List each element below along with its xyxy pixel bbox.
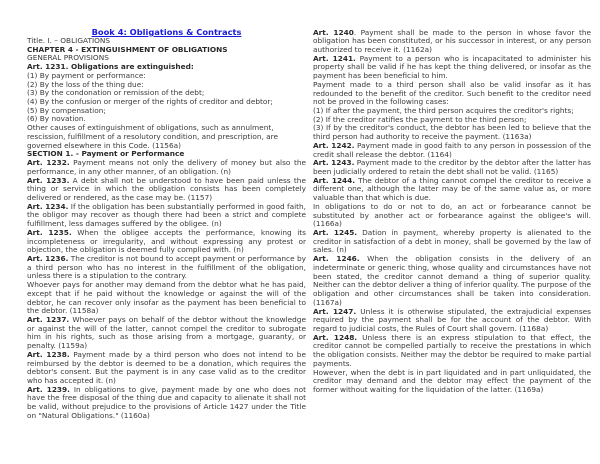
article-number: Art. 1241. [313, 53, 356, 63]
article-paragraph: Art. 1247. Unless it is otherwise stipul… [313, 306, 591, 334]
article-paragraph: Art. 1243. Payment made to the creditor … [313, 158, 591, 176]
article-paragraph: Art. 1235. When the obligee accepts the … [27, 227, 306, 255]
general-provisions-heading: GENERAL PROVISIONS [27, 53, 109, 63]
article-text: . Payment shall be made to the person in… [313, 27, 591, 54]
article-text: Payment made in good faith to any person… [313, 140, 591, 159]
art-1231-item: (5) By compensation; [27, 105, 106, 115]
article-number: Art. 1246. [313, 254, 360, 264]
article-number: Art. 1236. [27, 253, 69, 263]
article-text: Payment made to the creditor by the debt… [313, 158, 591, 176]
article-text: Unless there is an express stipulation t… [313, 332, 591, 368]
article-text: In obligations to do or not to do, an ac… [313, 201, 591, 229]
article-text: (3) If by the creditor's conduct, the de… [313, 123, 591, 142]
article-text: The debtor of a thing cannot compel the … [313, 175, 591, 203]
article-text: Dation in payment, whereby property is a… [313, 228, 591, 255]
article-paragraph: Art. 1237. Whoever pays on behalf of the… [27, 315, 306, 351]
article-number: Art. 1245. [313, 228, 358, 238]
article-text: The creditor is not bound to accept paym… [27, 253, 306, 281]
section-1-heading: SECTION 1. - Payment or Performance [27, 149, 185, 159]
art-1231-heading: Art. 1231. Obligations are extinguished: [27, 62, 194, 72]
article-paragraph: Art. 1233. A debt shall not be understoo… [27, 175, 306, 203]
article-text: Whoever pays on behalf of the debtor wit… [27, 315, 306, 351]
article-paragraph: Art. 1234. If the obligation has been su… [27, 201, 306, 229]
article-text: If the obligation has been substantially… [27, 201, 306, 229]
article-paragraph: Art. 1240. Payment shall be made to the … [313, 27, 591, 55]
article-number: Art. 1239. [27, 384, 70, 394]
left-column: Book 4: Obligations & Contracts Title. I… [27, 28, 306, 421]
art-1231-other-causes: Other causes of extinguishment of obliga… [27, 123, 279, 150]
art-1231-item: (2) By the loss of the thing due: [27, 79, 144, 89]
article-number: Art. 1235. [27, 227, 72, 237]
article-paragraph: Art. 1242. Payment made in good faith to… [313, 140, 591, 159]
article-number: Art. 1248. [313, 332, 358, 342]
article-text: Payment made by a third person who does … [27, 349, 306, 386]
article-paragraph: Art. 1239. In obligations to give, payme… [27, 384, 306, 421]
article-paragraph: (1) If after the payment, the third pers… [313, 105, 591, 116]
chapter-heading: CHAPTER 4 - EXTINGUISHMENT OF OBLIGATION… [27, 44, 228, 54]
article-paragraph: Art. 1236. The creditor is not bound to … [27, 253, 306, 281]
article-paragraph: Art. 1246. When the obligation consists … [313, 254, 591, 307]
article-paragraph: (3) If by the creditor's conduct, the de… [313, 124, 591, 141]
article-paragraph: Art. 1245. Dation in payment, whereby pr… [313, 228, 591, 255]
book-title-link[interactable]: Book 4: Obligations & Contracts [91, 27, 242, 37]
article-number: Art. 1233. [27, 175, 70, 185]
article-text: (1) If after the payment, the third pers… [313, 105, 574, 115]
article-text: Unless it is otherwise stipulated, the e… [313, 306, 591, 333]
article-number: Art. 1232. [27, 158, 70, 168]
article-number: Art. 1247. [313, 306, 357, 316]
article-text: Payment to a person who is incapacitated… [313, 53, 591, 81]
article-paragraph: Art. 1241. Payment to a person who is in… [313, 53, 591, 81]
article-number: Art. 1240 [313, 27, 354, 37]
article-text: However, when the debt is in part liquid… [313, 367, 591, 394]
article-number: Art. 1242. [313, 140, 355, 150]
article-text: (2) If the creditor ratifies the payment… [313, 114, 527, 124]
article-text: In obligations to give, payment made by … [27, 384, 306, 420]
article-number: Art. 1244. [313, 175, 356, 185]
article-text: When the obligee accepts the performance… [27, 227, 306, 255]
article-paragraph: Whoever pays for another may demand from… [27, 280, 306, 316]
right-column: Art. 1240. Payment shall be made to the … [313, 27, 591, 395]
article-number: Art. 1237. [27, 315, 70, 324]
article-text: Payment means not only the delivery of m… [27, 158, 306, 176]
article-paragraph: Art. 1248. Unless there is an express st… [313, 332, 591, 369]
article-paragraph: Art. 1238. Payment made by a third perso… [27, 349, 306, 386]
article-text: Whoever pays for another may demand from… [27, 280, 306, 316]
article-number: Art. 1234. [27, 201, 69, 211]
art-1231-item: (3) By the condonation or remission of t… [27, 88, 205, 98]
title-line: Title. I. – OBLIGATIONS [27, 36, 111, 45]
article-number: Art. 1243. [313, 158, 355, 168]
art-1231-item: (1) By payment or performance: [27, 70, 146, 80]
article-paragraph: However, when the debt is in part liquid… [313, 367, 591, 395]
article-paragraph: Art. 1244. The debtor of a thing cannot … [313, 175, 591, 203]
art-1231-item: (6) By novation. [27, 114, 86, 124]
article-text: Payment made to a third person shall als… [313, 79, 591, 107]
article-paragraph: (2) If the creditor ratifies the payment… [313, 114, 591, 125]
art-1231-item: (4) By the confusion or merger of the ri… [27, 97, 273, 107]
article-text: When the obligation consists in the deli… [313, 254, 591, 307]
article-paragraph: Art. 1232. Payment means not only the de… [27, 158, 306, 176]
article-paragraph: In obligations to do or not to do, an ac… [313, 201, 591, 229]
article-number: Art. 1238. [27, 349, 70, 359]
article-text: A debt shall not be understood to have b… [27, 175, 306, 202]
article-paragraph: Payment made to a third person shall als… [313, 79, 591, 107]
